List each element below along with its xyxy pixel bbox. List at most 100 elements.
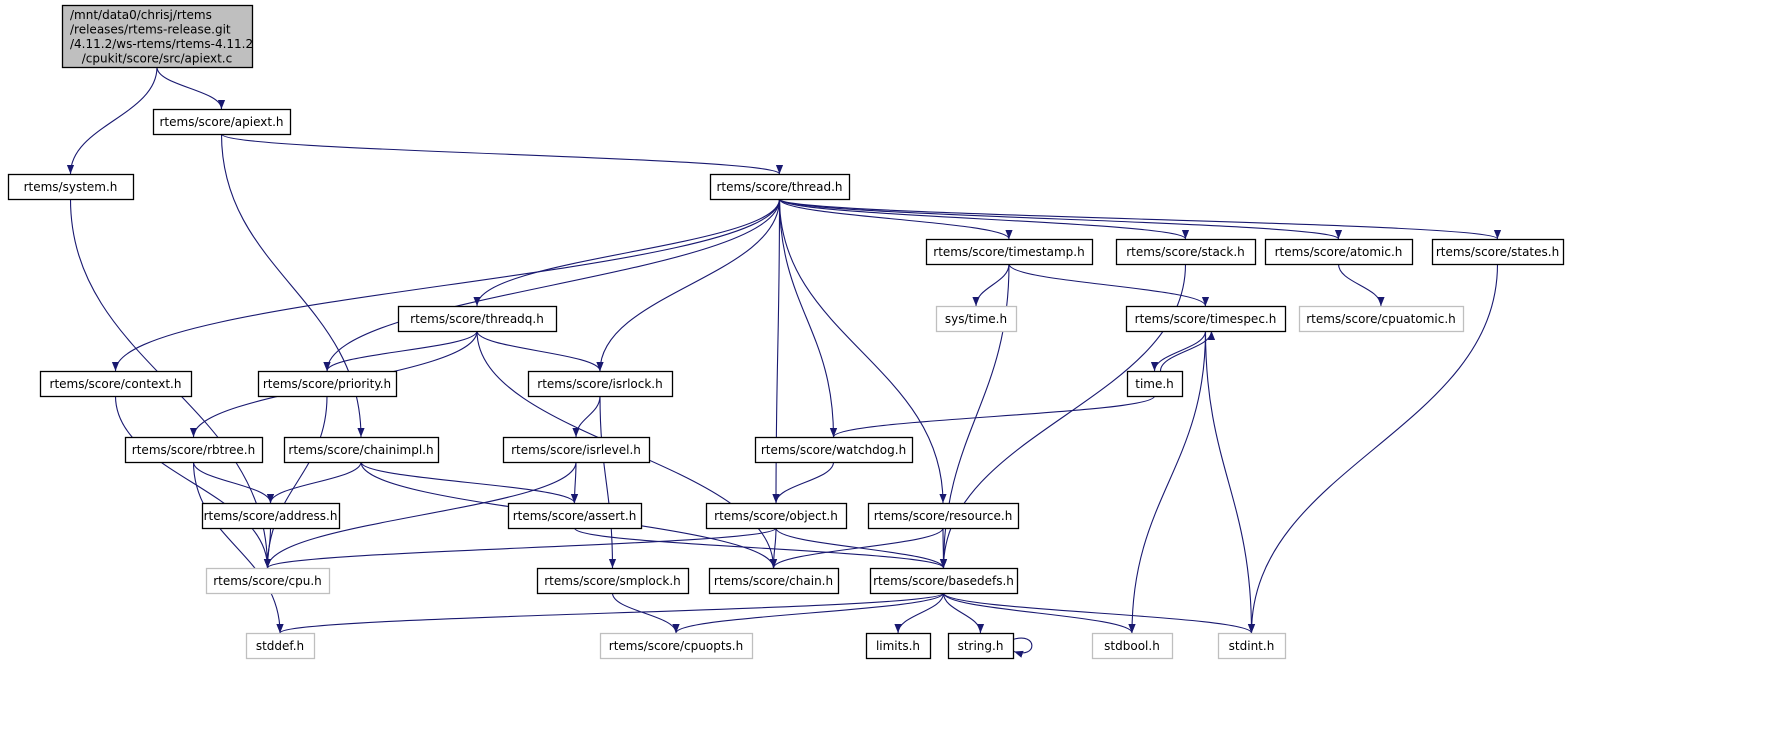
edge-threadq_h-to-isrlock_h xyxy=(476,330,604,372)
nodes: /mnt/data0/chrisj/rtems/releases/rtems-r… xyxy=(7,4,1565,660)
node-stdbool-h[interactable]: stdbool.h xyxy=(1091,632,1174,660)
node-box xyxy=(935,305,1018,333)
node-box xyxy=(7,173,135,201)
node-watchdog-h[interactable]: rtems/score/watchdog.h xyxy=(754,436,914,464)
edge-isrlock_h-to-isrlevel_h xyxy=(572,395,601,438)
node-box xyxy=(869,567,1019,595)
edge-apiext_c-to-system_h xyxy=(66,66,158,175)
node-basedefs-h[interactable]: rtems/score/basedefs.h xyxy=(869,567,1019,595)
node-label: rtems/system.h xyxy=(24,180,118,194)
node-box xyxy=(1431,238,1565,266)
node-box xyxy=(502,436,651,464)
node-chainimpl-h[interactable]: rtems/score/chainimpl.h xyxy=(283,436,440,464)
node-cpuopts-h[interactable]: rtems/score/cpuopts.h xyxy=(599,632,754,660)
node-box xyxy=(507,502,643,530)
node-states-h[interactable]: rtems/score/states.h xyxy=(1431,238,1565,266)
edge-resource_h-to-basedefs_h xyxy=(939,527,948,569)
edge-chainimpl_h-to-assert_h xyxy=(360,461,578,504)
node-apiext-c[interactable]: /mnt/data0/chrisj/rtems/releases/rtems-r… xyxy=(61,4,254,69)
edge-thread_h-to-resource_h xyxy=(778,198,947,504)
edge-basedefs_h-to-stdbool_h xyxy=(942,592,1136,634)
node-systime-h[interactable]: sys/time.h xyxy=(935,305,1018,333)
node-box xyxy=(709,173,851,201)
edge-time_h-to-timespec_h xyxy=(1159,330,1216,372)
node-label: rtems/score/cpuopts.h xyxy=(609,639,743,653)
edge-basedefs_h-to-string_h xyxy=(942,592,985,634)
node-object-h[interactable]: rtems/score/object.h xyxy=(705,502,848,530)
node-chain-h[interactable]: rtems/score/chain.h xyxy=(708,567,840,595)
node-box xyxy=(867,502,1020,530)
node-box xyxy=(1091,632,1174,660)
node-stack-h[interactable]: rtems/score/stack.h xyxy=(1115,238,1257,266)
node-resource-h[interactable]: rtems/score/resource.h xyxy=(867,502,1020,530)
node-cpuatomic-h[interactable]: rtems/score/cpuatomic.h xyxy=(1298,305,1465,333)
node-box xyxy=(865,632,932,660)
edge-chainimpl_h-to-address_h xyxy=(266,461,362,504)
edge-thread_h-to-isrlock_h xyxy=(596,198,781,372)
node-label: rtems/score/rbtree.h xyxy=(132,443,255,457)
node-box xyxy=(527,370,674,398)
edge-states_h-to-stdint_h xyxy=(1247,263,1499,634)
edge-timestamp_h-to-timespec_h xyxy=(1008,263,1210,307)
node-label: rtems/score/assert.h xyxy=(513,509,637,523)
node-string-h[interactable]: string.h xyxy=(947,632,1015,660)
node-system-h[interactable]: rtems/system.h xyxy=(7,173,135,201)
node-box xyxy=(1217,632,1287,660)
edge-context_h-to-cpu_h xyxy=(114,395,272,569)
edge-thread_h-to-watchdog_h xyxy=(778,198,838,438)
edge-atomic_h-to-cpuatomic_h xyxy=(1337,263,1385,307)
node-label: rtems/score/atomic.h xyxy=(1275,245,1403,259)
node-box xyxy=(39,370,193,398)
node-thread-h[interactable]: rtems/score/thread.h xyxy=(709,173,851,201)
node-label: rtems/score/address.h xyxy=(204,509,338,523)
node-box xyxy=(1298,305,1465,333)
node-priority-h[interactable]: rtems/score/priority.h xyxy=(257,370,398,398)
node-limits-h[interactable]: limits.h xyxy=(865,632,932,660)
edge-thread_h-to-context_h xyxy=(111,198,781,372)
edges xyxy=(66,66,1501,658)
node-box xyxy=(1115,238,1257,266)
node-label: rtems/score/timestamp.h xyxy=(933,245,1084,259)
edge-isrlevel_h-to-assert_h xyxy=(570,461,579,504)
node-threadq-h[interactable]: rtems/score/threadq.h xyxy=(397,305,558,333)
node-time-h[interactable]: time.h xyxy=(1126,370,1184,398)
node-box xyxy=(1126,370,1184,398)
edge-basedefs_h-to-stddef_h xyxy=(276,592,945,634)
edge-thread_h-to-states_h xyxy=(778,198,1501,240)
edge-thread_h-to-threadq_h xyxy=(473,198,781,307)
node-label: time.h xyxy=(1135,377,1174,391)
edge-basedefs_h-to-cpuopts_h xyxy=(672,592,945,634)
node-box xyxy=(925,238,1094,266)
node-stdint-h[interactable]: stdint.h xyxy=(1217,632,1287,660)
node-box xyxy=(152,108,292,136)
node-label: rtems/score/isrlevel.h xyxy=(511,443,641,457)
node-isrlevel-h[interactable]: rtems/score/isrlevel.h xyxy=(502,436,651,464)
node-stddef-h[interactable]: stddef.h xyxy=(245,632,316,660)
edge-timespec_h-to-stdbool_h xyxy=(1128,330,1207,634)
node-label: /4.11.2/ws-rtems/rtems-4.11.2 xyxy=(70,37,253,51)
node-box xyxy=(257,370,398,398)
node-smplock-h[interactable]: rtems/score/smplock.h xyxy=(536,567,690,595)
node-address-h[interactable]: rtems/score/address.h xyxy=(201,502,341,530)
node-timestamp-h[interactable]: rtems/score/timestamp.h xyxy=(925,238,1094,266)
edge-object_h-to-chain_h xyxy=(769,527,778,569)
node-box xyxy=(599,632,754,660)
node-timespec-h[interactable]: rtems/score/timespec.h xyxy=(1125,305,1287,333)
node-label: /releases/rtems-release.git xyxy=(70,22,231,36)
edge-string_h-to-string_h xyxy=(1012,637,1033,658)
node-rbtree-h[interactable]: rtems/score/rbtree.h xyxy=(124,436,264,464)
node-box xyxy=(61,4,254,69)
node-apiext-h[interactable]: rtems/score/apiext.h xyxy=(152,108,292,136)
node-atomic-h[interactable]: rtems/score/atomic.h xyxy=(1264,238,1414,266)
node-box xyxy=(201,502,341,530)
node-label: rtems/score/chainimpl.h xyxy=(288,443,433,457)
node-box xyxy=(397,305,558,333)
node-assert-h[interactable]: rtems/score/assert.h xyxy=(507,502,643,530)
node-isrlock-h[interactable]: rtems/score/isrlock.h xyxy=(527,370,674,398)
edge-isrlock_h-to-smplock_h xyxy=(599,395,617,569)
node-context-h[interactable]: rtems/score/context.h xyxy=(39,370,193,398)
node-label: rtems/score/states.h xyxy=(1436,245,1559,259)
node-box xyxy=(536,567,690,595)
node-cpu-h[interactable]: rtems/score/cpu.h xyxy=(205,567,331,595)
